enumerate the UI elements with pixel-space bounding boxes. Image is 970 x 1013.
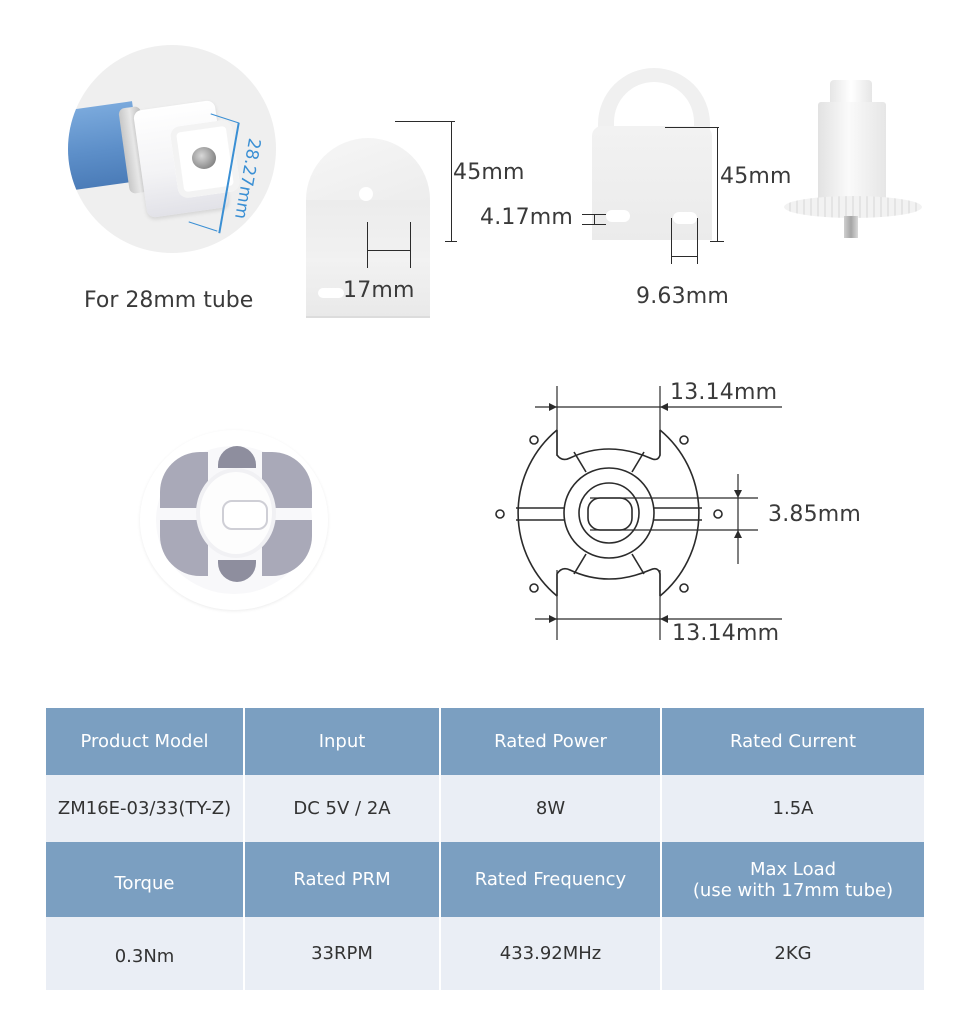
header-cell: Rated Frequency bbox=[439, 842, 661, 917]
header-cell: Max Load (use with 17mm tube) bbox=[660, 842, 924, 917]
header-cell: Rated Current bbox=[660, 708, 924, 775]
header-cell-line1: Max Load bbox=[749, 858, 837, 880]
adapter-diagram-svg bbox=[495, 386, 782, 640]
table-row: ZM16E-03/33(TY-Z) DC 5V / 2A 8W 1.5A bbox=[46, 775, 924, 842]
bracket-hole bbox=[359, 187, 373, 201]
end-cap-pin bbox=[844, 216, 858, 238]
adapter-center-hole bbox=[222, 500, 268, 530]
dim-line bbox=[594, 214, 595, 225]
dim-line bbox=[410, 222, 411, 268]
slot-size-label: 4.17mm bbox=[480, 205, 574, 230]
dim-line bbox=[717, 127, 718, 242]
table-header-row: Product Model Input Rated Power Rated Cu… bbox=[46, 708, 924, 775]
value-cell: 8W bbox=[439, 775, 661, 842]
value-cell: ZM16E-03/33(TY-Z) bbox=[46, 775, 244, 842]
value-cell: 0.3Nm bbox=[46, 917, 244, 990]
slot-spacing-label: 9.63mm bbox=[636, 284, 730, 309]
header-cell: Rated Power bbox=[439, 708, 661, 775]
dim-line bbox=[445, 241, 457, 242]
header-cell: Torque bbox=[46, 842, 244, 917]
end-cap-body bbox=[818, 102, 886, 202]
small-bracket-height-label: 45mm bbox=[453, 160, 525, 185]
bracket-slot bbox=[318, 288, 344, 298]
center-height-label: 3.85mm bbox=[768, 502, 862, 527]
dim-line bbox=[395, 121, 455, 122]
bracket-slot-left bbox=[606, 210, 630, 222]
large-bracket-height-label: 45mm bbox=[720, 164, 792, 189]
value-cell: 433.92MHz bbox=[439, 917, 661, 990]
motor-caption: For 28mm tube bbox=[84, 288, 254, 313]
small-bracket-width-label: 17mm bbox=[343, 278, 415, 303]
dim-line bbox=[697, 218, 698, 264]
adapter-recess bbox=[218, 560, 256, 582]
spec-table: Product Model Input Rated Power Rated Cu… bbox=[46, 708, 924, 990]
value-cell: 33RPM bbox=[243, 917, 440, 990]
dim-line bbox=[710, 241, 724, 242]
end-cap-gear bbox=[784, 196, 922, 218]
table-row: 0.3Nm 33RPM 433.92MHz 2KG bbox=[46, 917, 924, 990]
value-cell: 1.5A bbox=[660, 775, 924, 842]
header-cell: Product Model bbox=[46, 708, 244, 775]
header-cell: Input bbox=[243, 708, 440, 775]
adapter-recess bbox=[218, 446, 256, 468]
header-cell-line2: (use with 17mm tube) bbox=[692, 879, 894, 901]
top-width-label: 13.14mm bbox=[670, 380, 778, 405]
dim-line bbox=[367, 250, 411, 251]
dim-line bbox=[665, 127, 719, 128]
motor-photo-background bbox=[68, 45, 276, 253]
motor-screw bbox=[192, 147, 216, 169]
dim-line bbox=[671, 218, 672, 264]
bracket-slot-right bbox=[673, 212, 697, 224]
dim-line bbox=[367, 222, 368, 268]
value-cell: 2KG bbox=[660, 917, 924, 990]
table-header-row: Torque Rated PRM Rated Frequency Max Loa… bbox=[46, 842, 924, 917]
header-cell: Rated PRM bbox=[243, 842, 440, 917]
dim-line bbox=[671, 256, 698, 257]
bottom-width-label: 13.14mm bbox=[672, 621, 780, 646]
value-cell: DC 5V / 2A bbox=[243, 775, 440, 842]
dim-line bbox=[451, 121, 452, 242]
